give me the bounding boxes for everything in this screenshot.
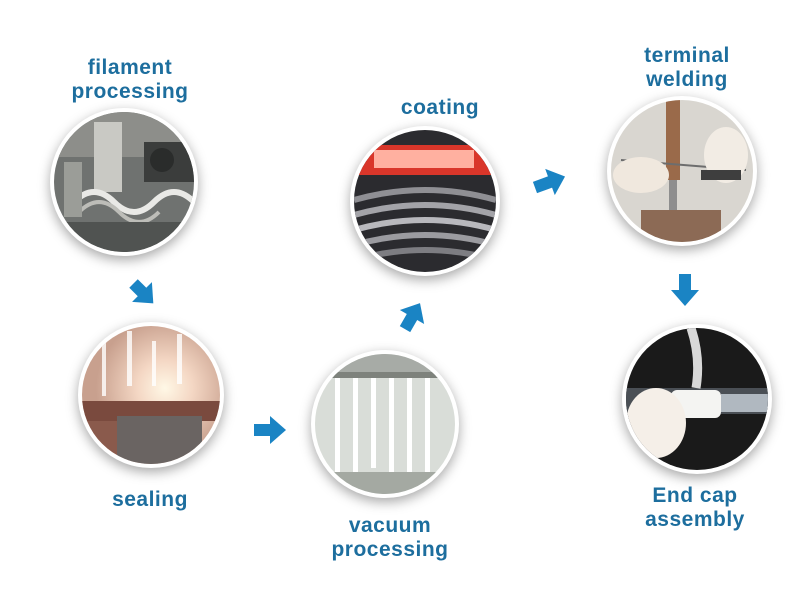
step-label-vacuum-processing: vacuum processing: [331, 514, 449, 561]
filament-processing-photo: [50, 108, 198, 256]
arrow-right-icon: [254, 416, 286, 444]
arrow-up-right-icon: [399, 303, 425, 333]
arrow-down-icon: [671, 274, 699, 306]
sealing-photo: [78, 322, 224, 468]
step-label-end-cap-assembly: End cap assembly: [645, 484, 745, 531]
step-label-sealing: sealing: [112, 488, 188, 511]
step-label-terminal-welding: terminal welding: [644, 44, 730, 91]
coating-photo: [350, 126, 500, 276]
terminal-welding-photo: [607, 96, 757, 246]
step-label-coating: coating: [400, 96, 480, 119]
end-cap-assembly-photo: [622, 324, 772, 474]
vacuum-processing-photo: [311, 350, 459, 498]
arrow-right-up-icon: [532, 168, 566, 196]
arrow-down-right-icon: [129, 279, 154, 304]
step-label-filament-processing: filament processing: [71, 56, 189, 103]
